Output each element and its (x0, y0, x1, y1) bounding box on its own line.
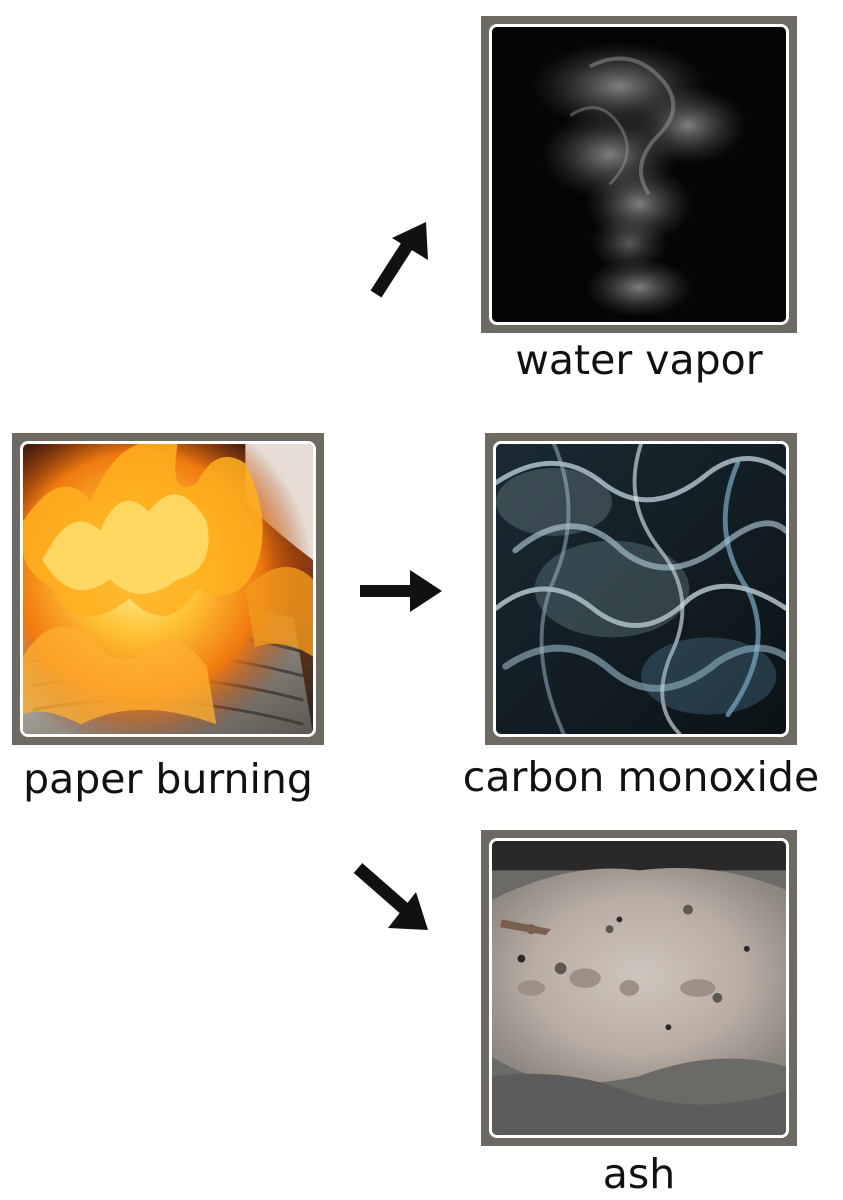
product-label-carbon-monoxide: carbon monoxide (462, 753, 820, 801)
product-image-frame-water-vapor (481, 16, 797, 333)
product-image-frame-ash (481, 830, 797, 1146)
smoke-photo (493, 441, 789, 737)
source-image-frame (12, 433, 324, 745)
product-image-frame-carbon-monoxide (485, 433, 797, 745)
fire-photo (20, 441, 316, 737)
product-label-ash: ash (602, 1150, 676, 1198)
smoke-illustration (496, 444, 786, 734)
arrow-up-right-icon (370, 222, 428, 298)
source-label: paper burning (23, 755, 313, 803)
ash-illustration (492, 841, 786, 1135)
arrow-down-right-icon (353, 863, 428, 930)
arrow-right-icon (360, 570, 442, 612)
fire-illustration (23, 444, 313, 734)
product-label-water-vapor: water vapor (515, 336, 763, 384)
ash-photo (489, 838, 789, 1138)
steam-illustration (492, 27, 786, 322)
steam-photo (489, 24, 789, 325)
